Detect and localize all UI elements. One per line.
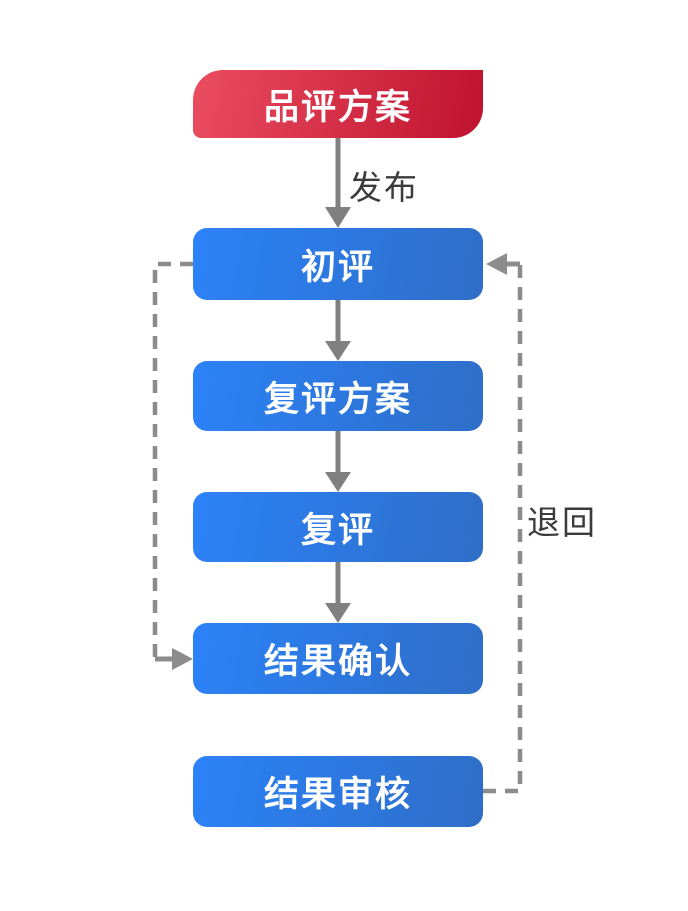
node-pinping-fangan: 品评方案 [193, 70, 483, 138]
dashed-path-jieguoshenhe-to-chuping [483, 253, 523, 794]
edge-label-return: 退回 [527, 504, 597, 541]
dashed-path-chuping-to-jieguoqueren [152, 261, 193, 670]
node-fuping-fangan: 复评方案 [193, 361, 483, 431]
node-jieguo-shenhe: 结果审核 [193, 756, 483, 827]
node-jieguo-shenhe-label: 结果审核 [263, 775, 412, 814]
arrow-fupingfangan-to-fuping [325, 431, 351, 492]
node-jieguo-queren-label: 结果确认 [263, 642, 412, 681]
arrow-publish [325, 138, 351, 228]
node-jieguo-queren: 结果确认 [193, 623, 483, 694]
edge-label-publish: 发布 [349, 169, 419, 206]
node-chuping-label: 初评 [300, 247, 375, 287]
node-fuping: 复评 [193, 492, 483, 562]
arrow-chuping-to-fupingfangan [325, 300, 351, 361]
node-pinping-fangan-label: 品评方案 [263, 87, 412, 127]
node-fuping-label: 复评 [300, 510, 375, 550]
arrow-fuping-to-jieguoqueren [325, 562, 351, 623]
node-fuping-fangan-label: 复评方案 [263, 379, 412, 419]
node-chuping: 初评 [193, 228, 483, 300]
